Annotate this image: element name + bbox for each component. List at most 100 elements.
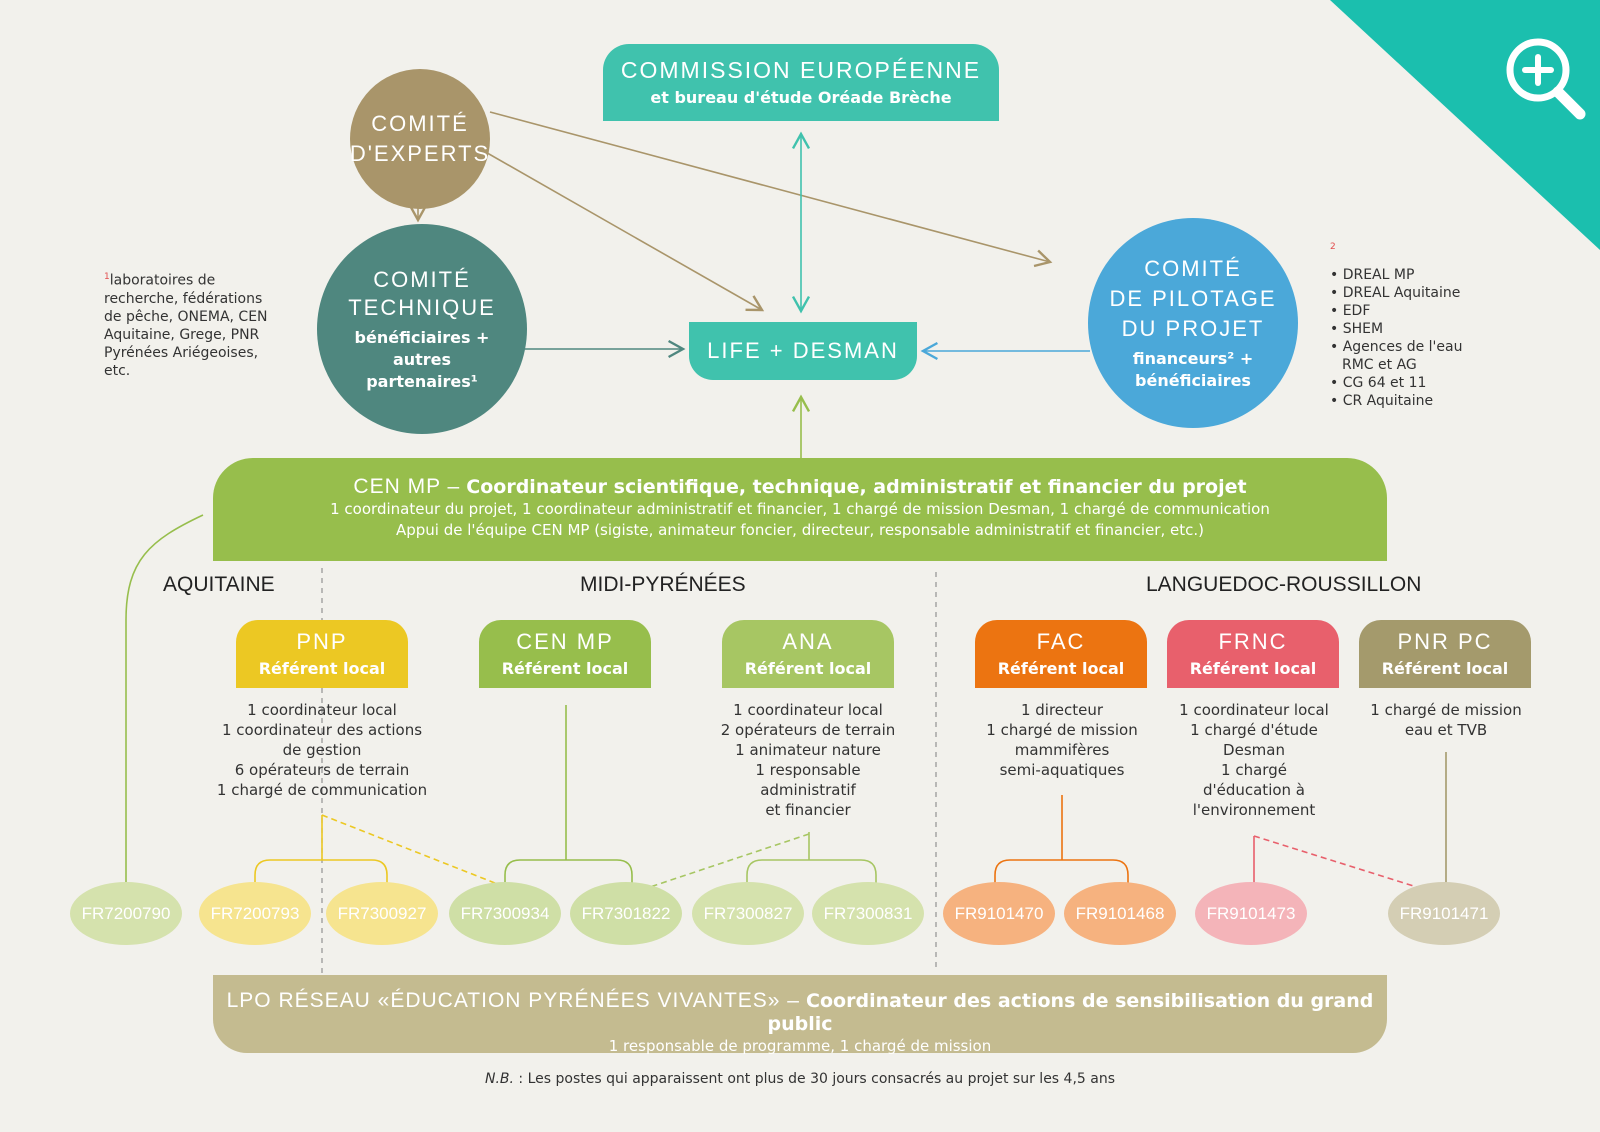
comite-pilotage-title-2: DE PILOTAGE (1109, 286, 1277, 311)
footnote-1: 1laboratoires de recherche, fédérations … (104, 268, 294, 380)
site-fr7300934: FR7300934 (449, 882, 561, 945)
note-text: : Les postes qui apparaissent ont plus d… (513, 1071, 1116, 1087)
region-languedoc-roussillon: LANGUEDOC-ROUSSILLON (1146, 573, 1422, 596)
footnote-2-mark: 2 (1330, 242, 1336, 252)
site-fr9101471: FR9101471 (1388, 882, 1500, 945)
site-fr7300927: FR7300927 (326, 882, 438, 945)
footnote-1-line: etc. (104, 362, 131, 379)
pnr-pc-staff-list: 1 chargé de mission eau et TVB (1350, 700, 1542, 740)
funders-list: • DREAL MP • DREAL Aquitaine • EDF • SHE… (1330, 266, 1520, 410)
partner-role: Référent local (258, 659, 386, 678)
site-fr9101468: FR9101468 (1064, 882, 1176, 945)
life-desman-node: LIFE + DESMAN (689, 322, 917, 380)
commission-subtitle: et bureau d'étude Oréade Brèche (650, 88, 952, 107)
footnote-1-line: laboratoires de (109, 272, 216, 289)
commission-title: COMMISSION EUROPÉENNE (620, 57, 982, 83)
comite-technique-sub-1: bénéficiaires + (354, 328, 490, 347)
partner-ana: ANA Référent local (722, 620, 894, 688)
site-fr7300827: FR7300827 (692, 882, 804, 945)
staff-line: 1 chargé de mission (986, 721, 1138, 739)
staff-line: et financier (765, 801, 851, 819)
staff-line: 1 directeur (1020, 701, 1104, 719)
site-fr7200790: FR7200790 (70, 882, 182, 945)
comite-technique-title-2: TECHNIQUE (348, 295, 496, 320)
comite-experts-node: COMITÉ D'EXPERTS (350, 69, 490, 209)
site-fr7300831: FR7300831 (812, 882, 924, 945)
staff-line: 1 responsable (755, 761, 861, 779)
funder-item: • CG 64 et 11 (1330, 374, 1427, 391)
partner-role: Référent local (744, 659, 872, 678)
partner-name: ANA (782, 629, 834, 654)
partner-name: FAC (1036, 629, 1086, 654)
partner-fac: FAC Référent local (975, 620, 1147, 688)
comite-technique-title-1: COMITÉ (373, 267, 471, 292)
staff-line: semi-aquatiques (999, 761, 1125, 779)
staff-line: 1 animateur nature (735, 741, 881, 759)
staff-line: de gestion (282, 741, 362, 759)
comite-experts-line2: D'EXPERTS (349, 141, 491, 166)
comite-pilotage-title-3: DU PROJET (1121, 316, 1265, 341)
funder-item: • DREAL MP (1330, 266, 1415, 283)
funder-item: • DREAL Aquitaine (1330, 284, 1461, 301)
lpo-name: LPO RÉSEAU «ÉDUCATION PYRÉNÉES VIVANTES»… (226, 989, 800, 1012)
footnote-1-line: recherche, fédérations (104, 290, 263, 307)
partner-name: FRNC (1218, 629, 1288, 654)
site-fr9101470: FR9101470 (943, 882, 1055, 945)
comite-technique-sub-3: partenaires¹ (366, 372, 478, 391)
partner-role: Référent local (1189, 659, 1317, 678)
commission-europeenne-node: COMMISSION EUROPÉENNE et bureau d'étude … (603, 44, 999, 121)
lpo-role: Coordinateur des actions de sensibilisat… (767, 990, 1374, 1035)
cen-mp-coordinator-band: CEN MP – Coordinateur scientifique, tech… (213, 458, 1387, 561)
comite-pilotage-sub-1: financeurs² + (1132, 349, 1254, 368)
region-midi-pyrenees: MIDI-PYRÉNÉES (580, 573, 746, 596)
zoom-corner-badge[interactable] (1330, 0, 1600, 250)
funder-item: RMC et AG (1342, 356, 1417, 373)
footnote-1-line: Pyrénées Ariégeoises, (104, 344, 259, 361)
cen-band-name: CEN MP – (353, 475, 461, 498)
staff-line: eau et TVB (1404, 721, 1488, 739)
frnc-staff-list: 1 coordinateur local 1 chargé d'étude De… (1158, 700, 1350, 820)
comite-technique-sub-2: autres (392, 350, 452, 369)
pnp-staff-list: 1 coordinateur local 1 coordinateur des … (200, 700, 444, 800)
staff-line: 1 chargé d'étude (1190, 721, 1318, 739)
footnote-2: 2 • DREAL MP • DREAL Aquitaine • EDF • S… (1330, 238, 1520, 410)
comite-pilotage-sub-2: bénéficiaires (1135, 371, 1251, 390)
staff-line: 1 coordinateur des actions (221, 721, 423, 739)
cen-band-line1: 1 coordinateur du projet, 1 coordinateur… (330, 500, 1270, 518)
footnote-1-line: de pêche, ONEMA, CEN (104, 308, 268, 325)
site-fr7301822: FR7301822 (570, 882, 682, 945)
comite-pilotage-title-1: COMITÉ (1144, 256, 1242, 281)
comite-technique-node: COMITÉ TECHNIQUE bénéficiaires + autres … (317, 224, 527, 434)
funder-item: • CR Aquitaine (1330, 392, 1434, 409)
partner-role: Référent local (997, 659, 1125, 678)
partner-name: PNR PC (1397, 629, 1493, 654)
staff-line: 1 chargé de mission (1370, 701, 1522, 719)
partner-cen-mp: CEN MP Référent local (479, 620, 651, 688)
staff-line: 1 coordinateur local (733, 701, 883, 719)
partner-role: Référent local (501, 659, 629, 678)
staff-line: 1 chargé (1221, 761, 1287, 779)
lpo-line: 1 responsable de programme, 1 chargé de … (608, 1037, 992, 1055)
footnote-1-mark: 1 (104, 272, 110, 282)
partner-role: Référent local (1381, 659, 1509, 678)
staff-line: d'éducation à (1202, 781, 1306, 799)
staff-line: Desman (1223, 741, 1285, 759)
lpo-education-band: LPO RÉSEAU «ÉDUCATION PYRÉNÉES VIVANTES»… (213, 975, 1387, 1055)
staff-line: 6 opérateurs de terrain (234, 761, 410, 779)
zoom-in-icon[interactable] (1506, 38, 1586, 120)
partner-frnc: FRNC Référent local (1167, 620, 1339, 688)
cen-band-line2: Appui de l'équipe CEN MP (sigiste, anima… (396, 521, 1204, 539)
partner-pnp: PNP Référent local (236, 620, 408, 688)
staff-line: 2 opérateurs de terrain (720, 721, 896, 739)
staff-line: 1 chargé de communication (216, 781, 428, 799)
partner-pnr-pc: PNR PC Référent local (1359, 620, 1531, 688)
comite-experts-line1: COMITÉ (371, 111, 469, 136)
note-label: N.B. (484, 1071, 514, 1087)
staff-line: administratif (760, 781, 856, 799)
ana-staff-list: 1 coordinateur local 2 opérateurs de ter… (700, 700, 916, 820)
footnote-1-line: Aquitaine, Grege, PNR (104, 326, 260, 343)
fac-staff-list: 1 directeur 1 chargé de mission mammifèr… (966, 700, 1158, 780)
site-fr7200793: FR7200793 (199, 882, 311, 945)
site-fr9101473: FR9101473 (1195, 882, 1307, 945)
partner-name: CEN MP (516, 629, 614, 654)
